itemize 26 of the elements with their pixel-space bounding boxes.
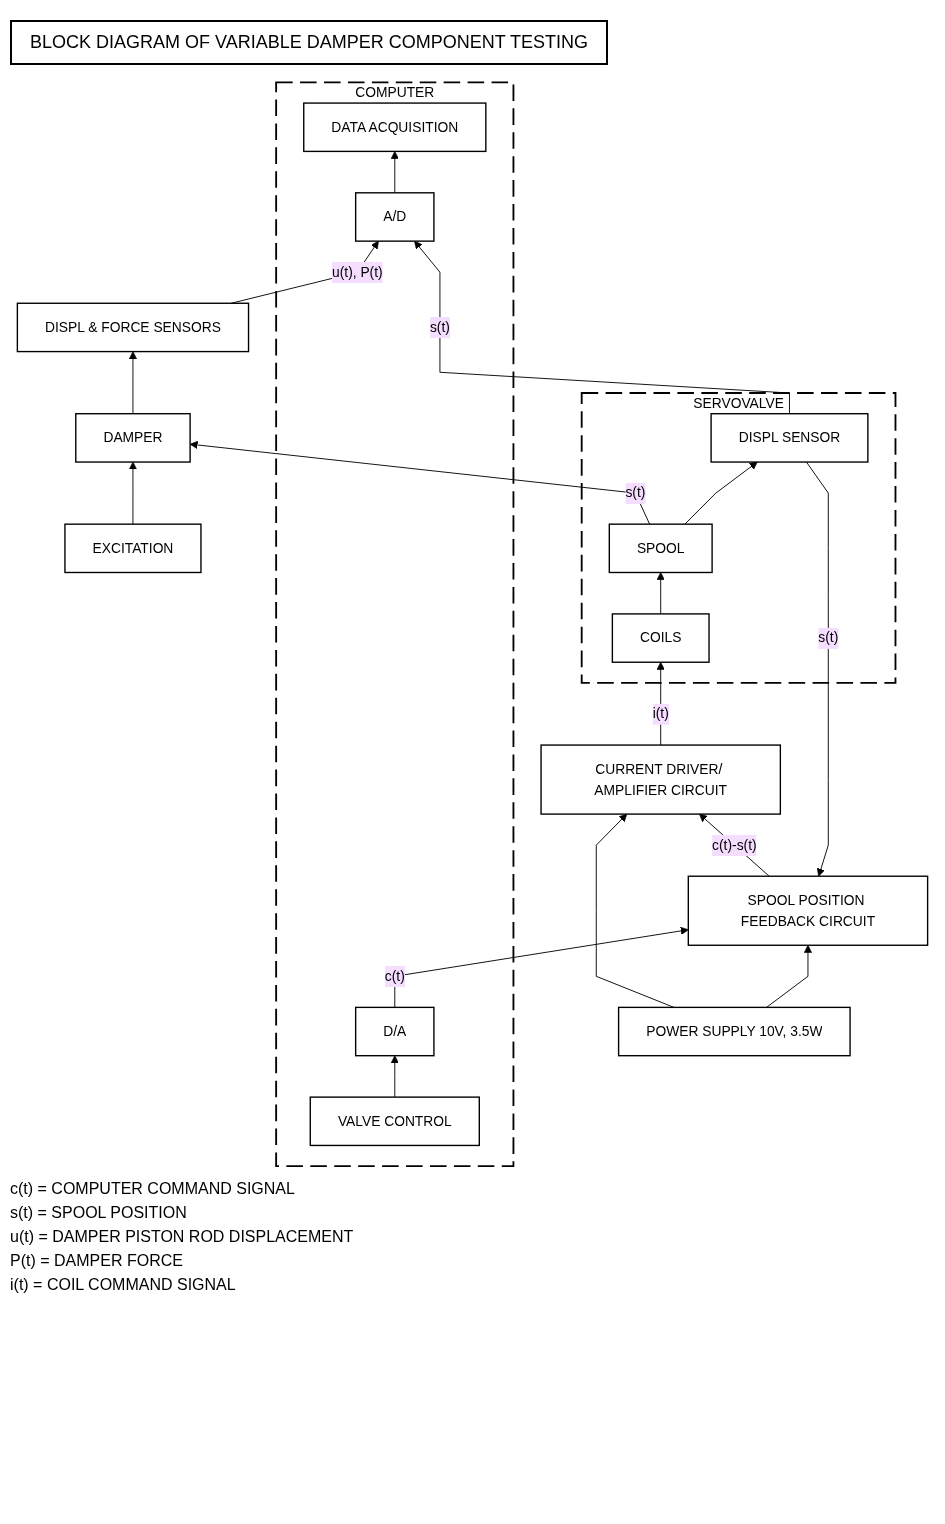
edge-label: c(t)-s(t) bbox=[712, 836, 757, 853]
node-box: DAMPER bbox=[75, 413, 191, 463]
node-box: COILS bbox=[611, 613, 710, 663]
node-box: DISPL & FORCE SENSORS bbox=[16, 302, 250, 353]
edge-label: s(t) bbox=[429, 318, 450, 335]
legend-note: i(t) = COIL COMMAND SIGNAL bbox=[10, 1275, 237, 1294]
node-box: POWER SUPPLY 10V, 3.5W bbox=[617, 1006, 851, 1057]
legend-note: s(t) = SPOOL POSITION bbox=[10, 1203, 188, 1222]
node-box: EXCITATION bbox=[64, 523, 202, 574]
node-box: DISPL SENSOR bbox=[710, 413, 869, 463]
legend-note: c(t) = COMPUTER COMMAND SIGNAL bbox=[10, 1179, 296, 1198]
node-box: SPOOL bbox=[608, 523, 713, 574]
edge-label: s(t) bbox=[625, 484, 646, 501]
edge-label: u(t), P(t) bbox=[332, 263, 383, 280]
edge-label: s(t) bbox=[818, 629, 839, 646]
node-box: DATA ACQUISITION bbox=[303, 102, 487, 153]
node-box: CURRENT DRIVER/ AMPLIFIER CIRCUIT bbox=[540, 744, 782, 815]
node-box: D/A bbox=[354, 1006, 435, 1057]
node-box: A/D bbox=[354, 192, 435, 242]
node-box: VALVE CONTROL bbox=[309, 1096, 480, 1147]
edge-label: i(t) bbox=[652, 705, 669, 722]
edge-label: c(t) bbox=[384, 967, 405, 984]
legend-note: u(t) = DAMPER PISTON ROD DISPLACEMENT bbox=[10, 1227, 355, 1246]
legend-note: P(t) = DAMPER FORCE bbox=[10, 1251, 184, 1270]
title-box: BLOCK DIAGRAM OF VARIABLE DAMPER COMPONENT TESTING bbox=[10, 20, 609, 65]
node-box: SPOOL POSITION FEEDBACK CIRCUIT bbox=[687, 875, 929, 946]
